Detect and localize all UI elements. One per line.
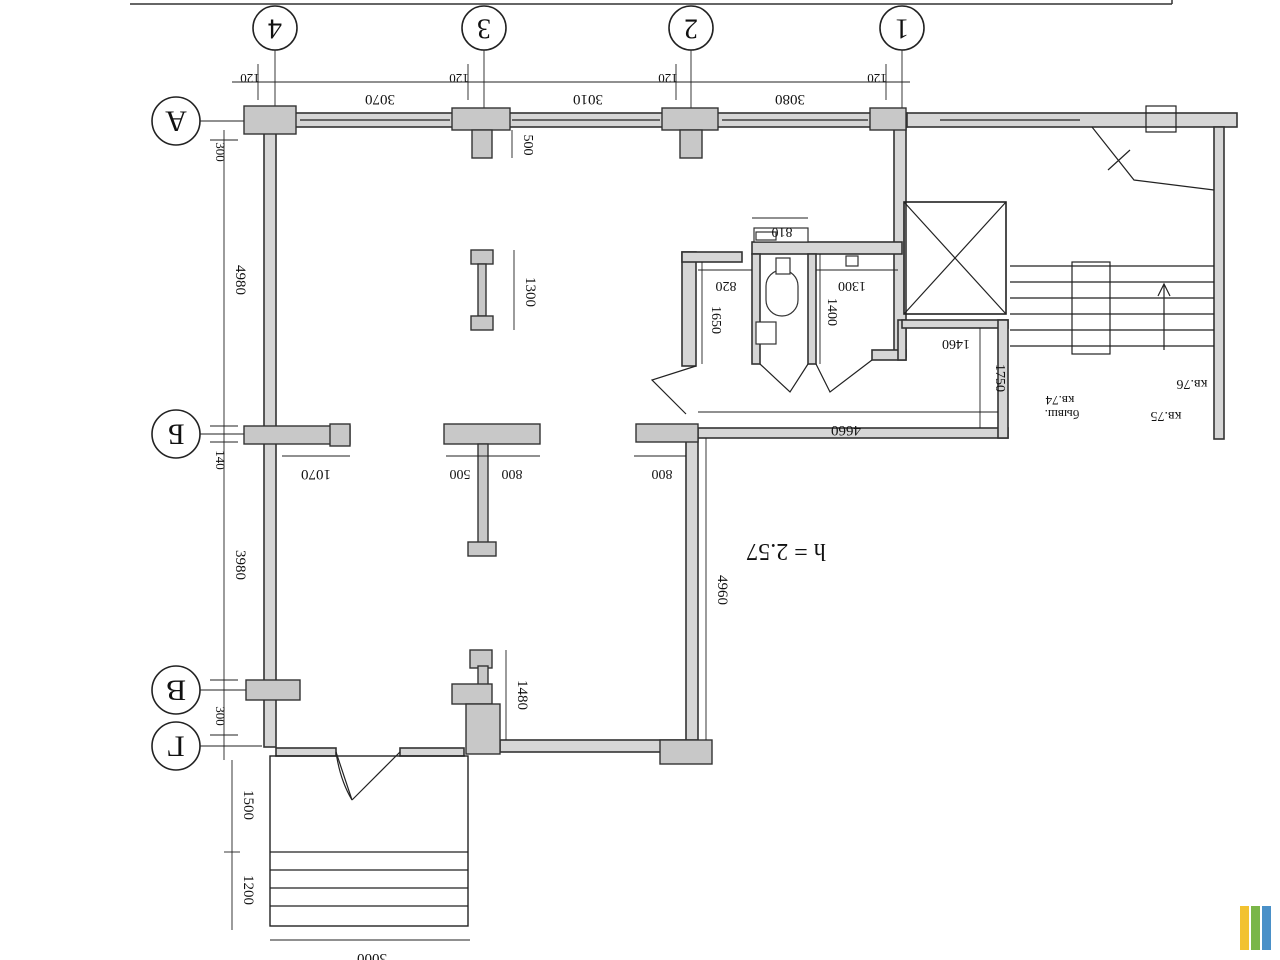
svg-text:4960: 4960 [714,575,730,605]
svg-text:120: 120 [867,71,887,86]
svg-text:бывш.: бывш. [1045,407,1080,422]
axis-column-2: 2 [668,5,714,51]
svg-text:300: 300 [213,706,228,726]
svg-text:140: 140 [213,450,228,470]
svg-text:3: 3 [477,13,491,44]
svg-text:4: 4 [268,13,282,44]
svg-text:1750: 1750 [992,364,1007,392]
svg-text:1300: 1300 [838,278,866,293]
svg-text:500: 500 [520,135,535,156]
svg-text:500: 500 [450,466,471,481]
svg-text:810: 810 [772,224,793,239]
svg-text:1070: 1070 [301,466,331,482]
svg-text:Г: Г [167,730,184,763]
svg-text:120: 120 [240,71,260,86]
svg-text:1: 1 [895,13,909,44]
axis-column-1: 1 [879,5,925,51]
svg-text:В: В [166,674,186,707]
axis-column-3: 3 [461,5,507,51]
ceiling-height-label: h = 2.57 [746,538,826,564]
svg-text:300: 300 [213,142,228,162]
piers [243,105,907,765]
svg-text:Б: Б [167,418,184,451]
svg-text:800: 800 [652,466,673,481]
svg-text:кв.75: кв.75 [1151,408,1182,423]
svg-text:800: 800 [502,466,523,481]
svg-text:820: 820 [716,278,737,293]
svg-text:1460: 1460 [942,336,970,351]
axis-column-4: 4 [252,5,298,51]
stair-and-elevator [903,105,1215,355]
svg-text:1400: 1400 [824,298,839,326]
apartment-labels: кв.76 кв.74 бывш. кв.75 [1045,376,1208,423]
svg-text:1300: 1300 [522,277,538,307]
svg-text:3080: 3080 [775,91,805,107]
inner-dimensions: 500 1300 1480 1070 500 800 800 4960 [282,130,730,740]
svg-text:3000: 3000 [357,950,387,960]
svg-text:1650: 1650 [708,306,723,334]
left-dimension-chain: 4980 3980 300 140 300 [210,130,248,760]
svg-text:1480: 1480 [514,680,530,710]
svg-text:кв.76: кв.76 [1177,376,1208,391]
svg-text:кв.74: кв.74 [1045,393,1074,408]
porch: 1500 1200 3000 [224,755,470,960]
svg-text:А: А [165,105,187,138]
svg-text:3980: 3980 [232,550,248,580]
axis-row-V: В [151,665,201,715]
top-dimension-chain: 3080 3010 3070 120 120 120 120 [232,64,910,107]
wc-block: 810 820 1300 1650 1400 4660 1750 1460 [650,217,1009,439]
svg-text:3070: 3070 [365,91,395,107]
axis-row-G: Г [151,721,201,771]
axis-row-B: Б [151,409,201,459]
outer-walls [261,112,1238,757]
axis-row-A: А [151,96,201,146]
svg-text:120: 120 [658,71,678,86]
svg-text:1200: 1200 [240,875,256,905]
watermark-logo [1240,906,1271,950]
svg-text:2: 2 [684,13,698,44]
svg-text:4980: 4980 [232,265,248,295]
svg-text:1500: 1500 [240,790,256,820]
entrance-door [335,751,401,801]
svg-text:3010: 3010 [573,91,603,107]
svg-text:120: 120 [449,71,469,86]
svg-text:4660: 4660 [831,422,861,438]
